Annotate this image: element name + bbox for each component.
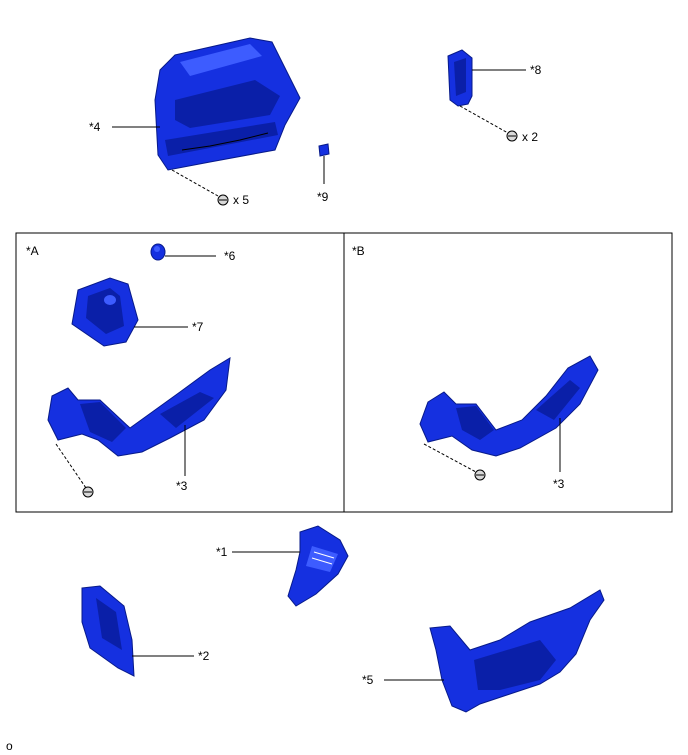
part-3b-console	[419, 355, 599, 457]
callout-7: *7	[192, 320, 204, 334]
callout-1: *1	[216, 545, 228, 559]
callout-3a: *3	[176, 479, 188, 493]
bolt-3b	[474, 469, 486, 481]
panel-a-label: *A	[26, 244, 39, 258]
dash-4	[171, 169, 219, 197]
callout-5: *5	[362, 673, 374, 687]
part-5-lower-console	[429, 589, 605, 713]
part-2-side-panel	[81, 585, 135, 677]
qty-8: x 2	[522, 130, 538, 144]
part-1-cover	[287, 525, 349, 607]
part-3a-console	[47, 357, 231, 457]
bolt-4	[217, 194, 229, 206]
part-9-clip	[318, 143, 330, 157]
bolt-8	[506, 130, 518, 142]
panel-b-label: *B	[352, 244, 365, 258]
dash-3a	[55, 443, 87, 489]
footer-code: o	[6, 739, 13, 753]
part-6-knob	[150, 243, 166, 261]
panel-b-frame	[343, 232, 673, 513]
callout-6: *6	[224, 249, 236, 263]
callout-8: *8	[530, 63, 542, 77]
callout-9: *9	[317, 190, 329, 204]
bolt-3a	[82, 486, 94, 498]
dash-8	[459, 105, 509, 134]
part-7-boot	[71, 277, 139, 347]
qty-4: x 5	[233, 193, 249, 207]
part-4-bracket	[154, 37, 301, 171]
callout-3b: *3	[553, 477, 565, 491]
callout-2: *2	[198, 649, 210, 663]
part-8-plate	[447, 49, 473, 107]
panel-a-frame	[15, 232, 345, 513]
dash-3b	[423, 443, 477, 473]
callout-4: *4	[89, 120, 101, 134]
